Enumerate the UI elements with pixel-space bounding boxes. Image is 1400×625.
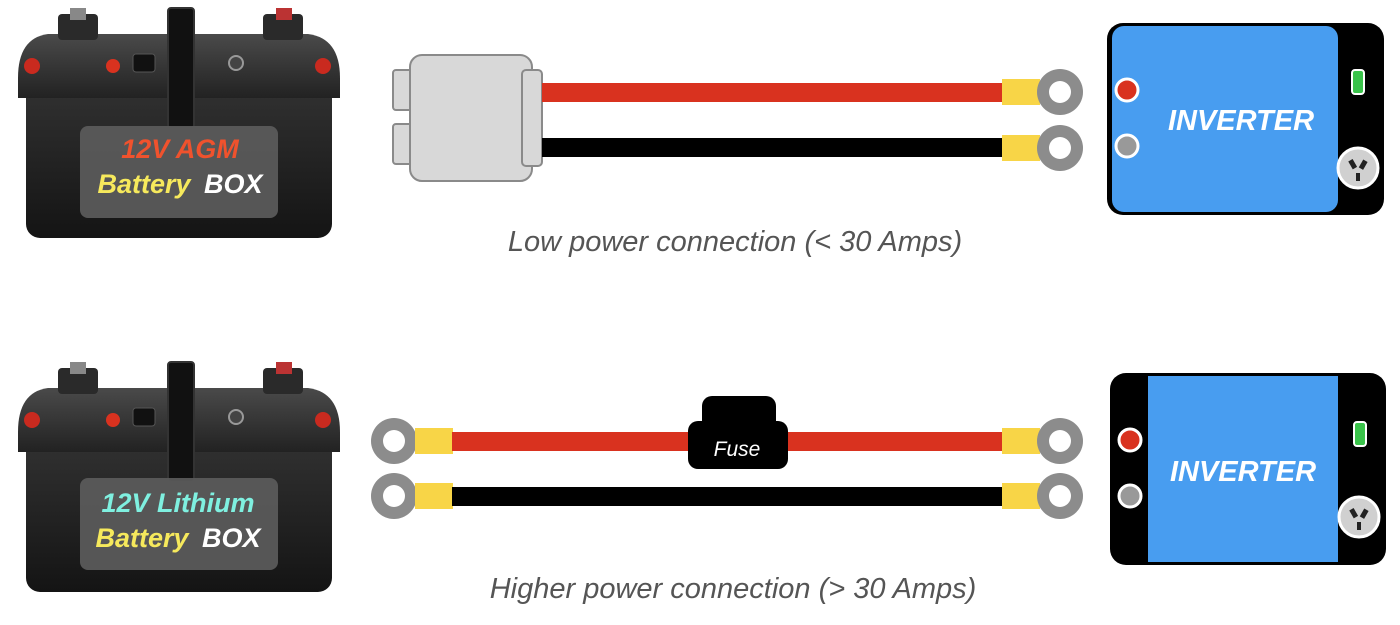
box-word: BOX xyxy=(202,523,263,553)
battery-word: Battery xyxy=(95,523,190,553)
battery-type-label: 12V Lithium xyxy=(101,488,254,518)
ring-terminal-icon xyxy=(1002,125,1083,171)
ring-terminal-icon xyxy=(1002,69,1083,115)
power-outlet-icon xyxy=(1337,495,1381,539)
negative-cable xyxy=(542,138,1004,157)
battery-box-icon xyxy=(18,361,340,592)
power-outlet-icon xyxy=(1336,146,1380,190)
ring-terminal-icon xyxy=(371,473,453,519)
box-word: BOX xyxy=(204,169,265,199)
low-power-caption: Low power connection (< 30 Amps) xyxy=(508,226,962,258)
negative-cable xyxy=(452,487,1004,506)
ring-terminal-icon xyxy=(371,418,453,464)
ring-terminal-icon xyxy=(1002,473,1083,519)
battery-box-word: Battery BOX xyxy=(97,169,264,199)
battery-type-label: 12V AGM xyxy=(121,134,239,164)
inverter-label: INVERTER xyxy=(1170,456,1316,488)
inverter-label: INVERTER xyxy=(1168,105,1314,137)
battery-word: Battery xyxy=(97,169,192,199)
fuse-label: Fuse xyxy=(714,438,761,461)
anderson-plug-icon xyxy=(392,54,543,182)
fuse-icon xyxy=(688,396,788,469)
high-power-caption: Higher power connection (> 30 Amps) xyxy=(490,573,977,605)
battery-box-word: Battery BOX xyxy=(95,523,262,553)
inverter-icon xyxy=(1107,23,1384,215)
battery-box-icon xyxy=(18,7,340,238)
ring-terminal-icon xyxy=(1002,418,1083,464)
positive-cable xyxy=(542,83,1004,102)
inverter-icon xyxy=(1110,373,1386,565)
